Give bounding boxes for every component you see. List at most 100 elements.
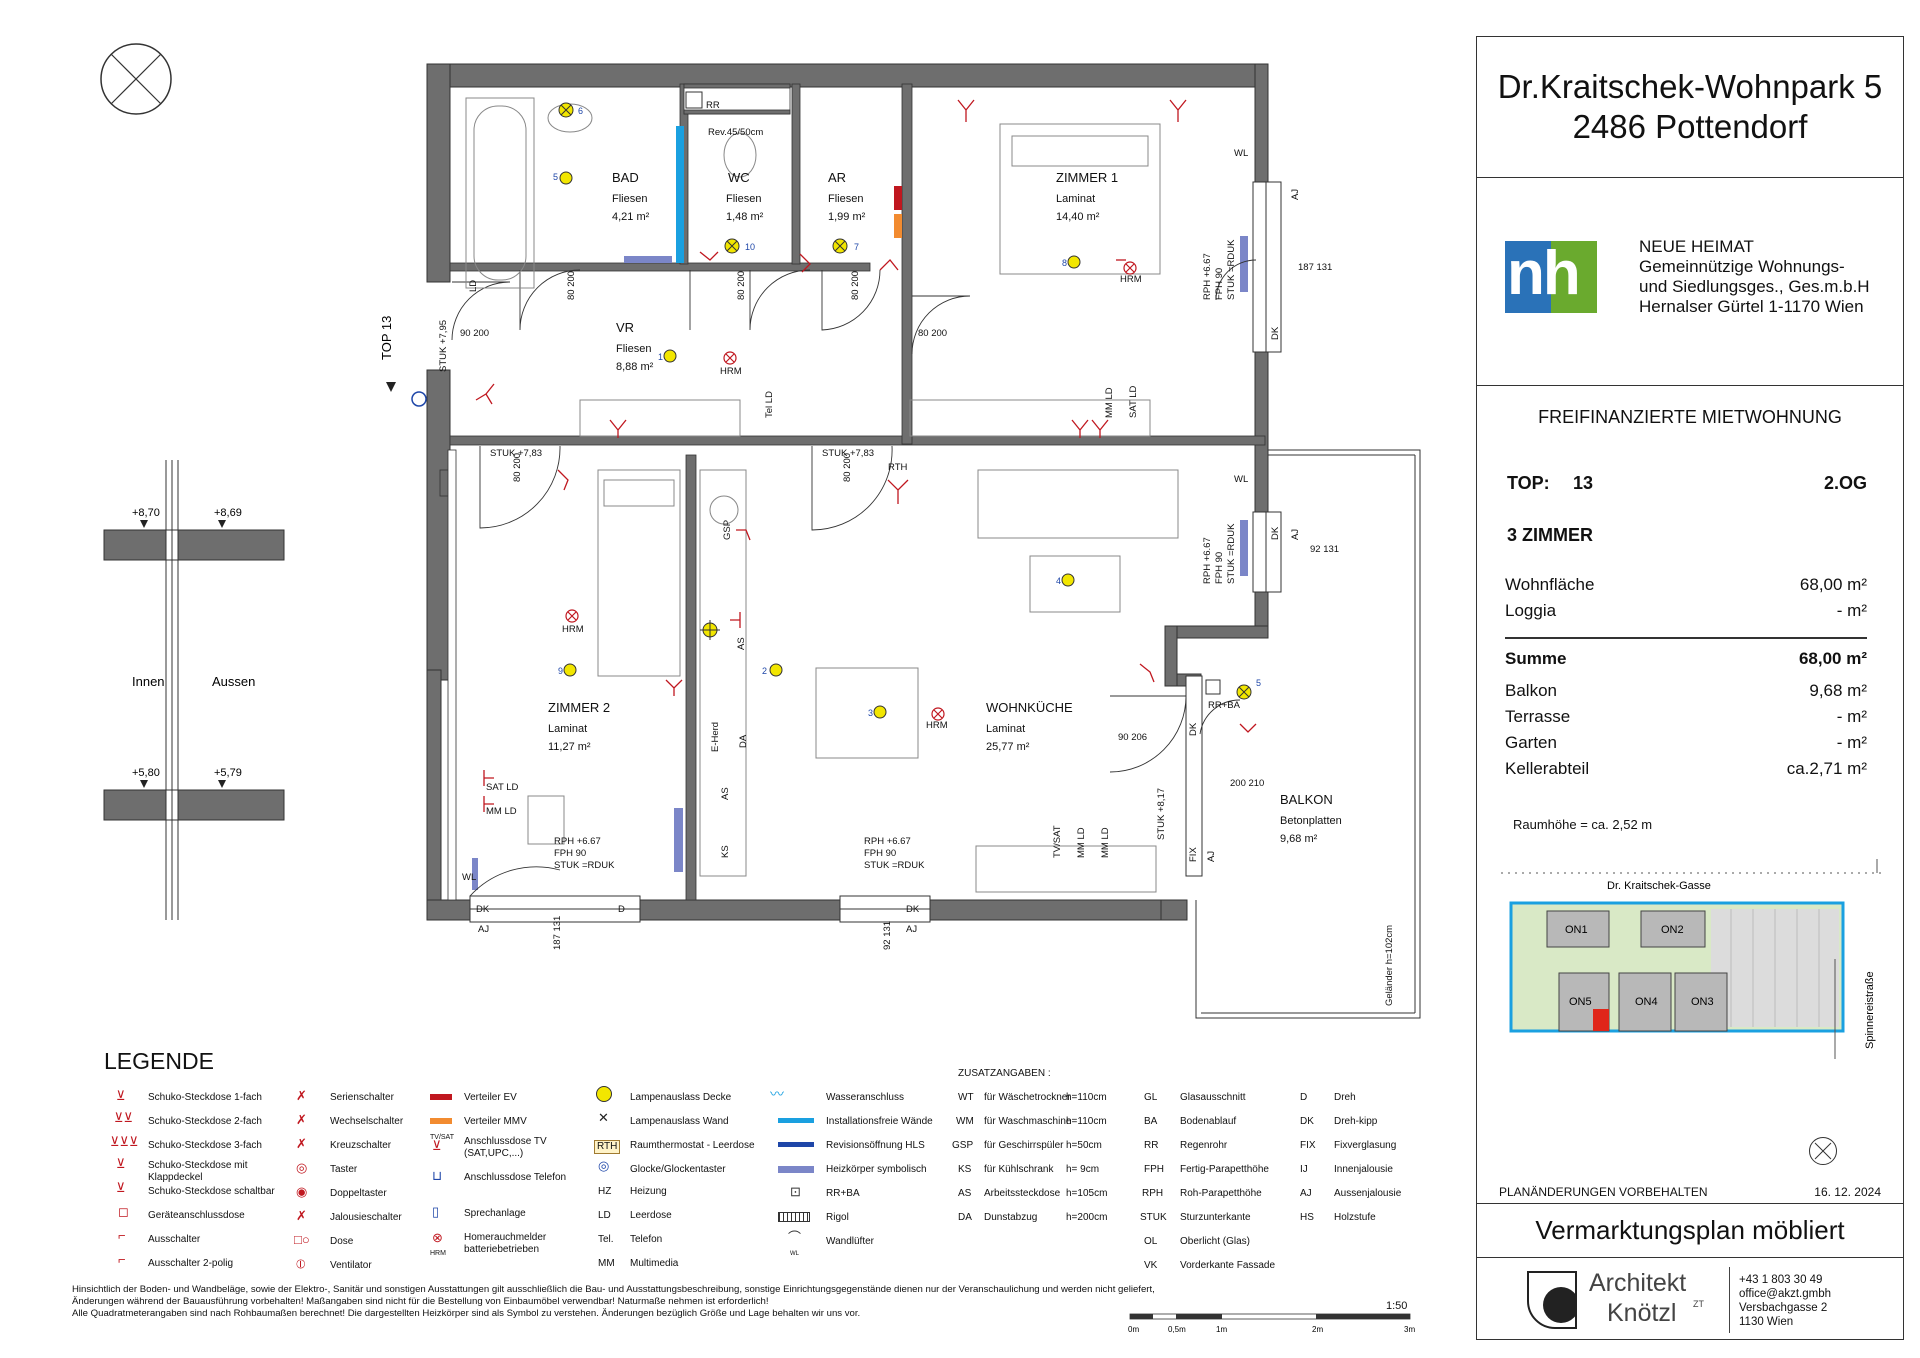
architect-zt: ZT: [1693, 1299, 1704, 1309]
door-wc-dim: 80 200: [736, 271, 747, 300]
lamp-icon: [563, 663, 577, 677]
room-height: Raumhöhe = ca. 2,52 m: [1513, 817, 1653, 832]
hrm-vr-label: HRM: [720, 366, 742, 377]
svg-text:6: 6: [578, 106, 583, 116]
fph-z2-label: FPH 90: [554, 848, 586, 859]
lamp-icon: [873, 705, 887, 719]
extra-label: Kellerabteil: [1505, 759, 1590, 778]
area-value: - m²: [1836, 601, 1867, 620]
rph-wkb-label: RPH +6.67: [864, 836, 911, 847]
as2-label: AS: [720, 787, 731, 800]
sat-ld-z2-label: SAT LD: [486, 782, 519, 793]
svg-text:7: 7: [854, 242, 859, 252]
svg-text:Spinnereistraße: Spinnereistraße: [1864, 971, 1876, 1049]
architect-logo-icon: [1527, 1271, 1577, 1329]
electrical-symbols: [475, 99, 1257, 812]
extra-value: - m²: [1836, 733, 1867, 752]
area-value: 68,00 m²: [1799, 575, 1867, 594]
wl-wk-label: WL: [1234, 474, 1248, 485]
rph-wk-label: RPH +6.67: [1202, 537, 1213, 584]
door-ar-dim: 80 200: [850, 271, 861, 300]
outside-label: Aussen: [212, 674, 255, 689]
room-bad-area: 4,21 m²: [612, 211, 650, 223]
room-ar-area: 1,99 m²: [828, 211, 866, 223]
room-labels: BAD Fliesen 4,21 m² WC Fliesen 1,48 m² A…: [548, 170, 1342, 845]
rrba-label: RR+BA: [1208, 700, 1241, 711]
room-balkon-area: 9,68 m²: [1280, 833, 1318, 845]
room-ar-floor: Fliesen: [828, 193, 863, 205]
balkon-door-dim: 200 210: [1230, 778, 1264, 789]
stuk-817-label: STUK +8,17: [1156, 788, 1167, 840]
level-right-top: +8,69: [214, 507, 242, 519]
rrba-box: [1205, 679, 1221, 695]
site-plan: Dr. Kraitschek-Gasse ON1 ON2 ON3 ON4 ON5…: [1501, 859, 1881, 1059]
stuk-783a-label: STUK +7,83: [490, 448, 542, 459]
extra-value: 9,68 m²: [1809, 681, 1867, 700]
svg-text:ON1: ON1: [1565, 924, 1588, 936]
mm-ld-wk2-label: MM LD: [1100, 827, 1111, 858]
note-2: Änderungen während der Bauausführung vor…: [72, 1296, 769, 1307]
top-label: TOP 13: [379, 316, 394, 360]
inside-label: Innen: [132, 674, 165, 689]
svg-text:ON5: ON5: [1569, 996, 1592, 1008]
lamp-icon: [1067, 255, 1081, 269]
rph-z2-label: RPH +6.67: [554, 836, 601, 847]
da-label: DA: [738, 734, 749, 748]
plan-annotations: RR Rev.45/50cm STUK +7,95 90 200 80 200 …: [438, 100, 1395, 1006]
rr-label: RR: [706, 100, 720, 111]
dk-wkb-label: DK: [906, 904, 920, 915]
extra-value: - m²: [1836, 707, 1867, 726]
svg-text:5: 5: [1256, 678, 1261, 688]
room-wohnkueche-area: 25,77 m²: [986, 741, 1030, 753]
architect-name-1: Architekt: [1589, 1269, 1687, 1297]
room-wc-name: WC: [728, 170, 750, 185]
legend-title: LEGENDE: [104, 1048, 214, 1074]
mm-ld-label: MM LD: [1104, 387, 1115, 418]
rr-box: [685, 91, 703, 109]
svg-text:5: 5: [553, 172, 558, 182]
hrm-z1-label: HRM: [1120, 274, 1142, 285]
room-count: 3 ZIMMER: [1507, 525, 1594, 545]
wl-z2-label: WL: [462, 872, 476, 883]
level-left-top: +8,70: [132, 507, 160, 519]
reserve-note: PLANÄNDERUNGEN VORBEHALTEN: [1499, 1185, 1708, 1199]
room-vr-name: VR: [616, 320, 634, 335]
aj-wk-label: AJ: [1290, 529, 1301, 540]
room-vr-floor: Fliesen: [616, 343, 651, 355]
ks-label: KS: [720, 845, 731, 858]
dk-wk-label: DK: [1270, 526, 1281, 540]
svg-text:8: 8: [1062, 258, 1067, 268]
heaters: [472, 236, 1248, 890]
extra-label: Terrasse: [1505, 707, 1571, 726]
svg-text:Dr. Kraitschek-Gasse: Dr. Kraitschek-Gasse: [1607, 880, 1711, 892]
dk-z1-label: DK: [1270, 326, 1281, 340]
room-wohnkueche-floor: Laminat: [986, 723, 1025, 735]
gsp-label: GSP: [722, 520, 733, 540]
room-wc-area: 1,48 m²: [726, 211, 764, 223]
wall-section: +8,70 +8,69 Innen Aussen +5,80 +5,79: [103, 460, 285, 920]
room-zimmer1-floor: Laminat: [1056, 193, 1095, 205]
svg-text:9: 9: [558, 666, 563, 676]
architect-contact: +43 1 803 30 49 office@akzt.gmbh Versbac…: [1739, 1274, 1832, 1328]
dk-balkon-label: DK: [1188, 722, 1199, 736]
room-zimmer1-name: ZIMMER 1: [1056, 170, 1118, 185]
lamp-ids: 6 5 10 7 8 1 9 2 3 4 5: [553, 106, 1261, 718]
svg-text:3: 3: [868, 708, 873, 718]
extra-label: Garten: [1505, 733, 1557, 752]
as1-label: AS: [736, 637, 747, 650]
client-logo-icon: nh: [1505, 239, 1597, 313]
svg-text:0,5m: 0,5m: [1168, 1325, 1186, 1334]
client-line2: Gemeinnützige Wohnungs-: [1639, 257, 1845, 276]
svg-text:4: 4: [1056, 576, 1061, 586]
title-block: Dr.Kraitschek-Wohnpark 5 2486 Pottendorf…: [1476, 36, 1904, 1340]
installation-free-wall: [676, 126, 684, 263]
inner-walls: [439, 83, 1266, 901]
lamp-icon: [769, 663, 783, 677]
svg-text:2m: 2m: [1312, 1325, 1323, 1334]
room-zimmer2-area: 11,27 m²: [548, 741, 591, 753]
floor-plan: TOP 13 BAD Fliesen 4,21 m² WC Fliesen 1,…: [100, 43, 1421, 1019]
stuk-z2-label: STUK =RDUK: [554, 860, 615, 871]
floor-level: 2.OG: [1823, 473, 1867, 493]
level-right-bot: +5,79: [214, 767, 242, 779]
rph-z1-label: RPH +6.67: [1202, 253, 1213, 300]
